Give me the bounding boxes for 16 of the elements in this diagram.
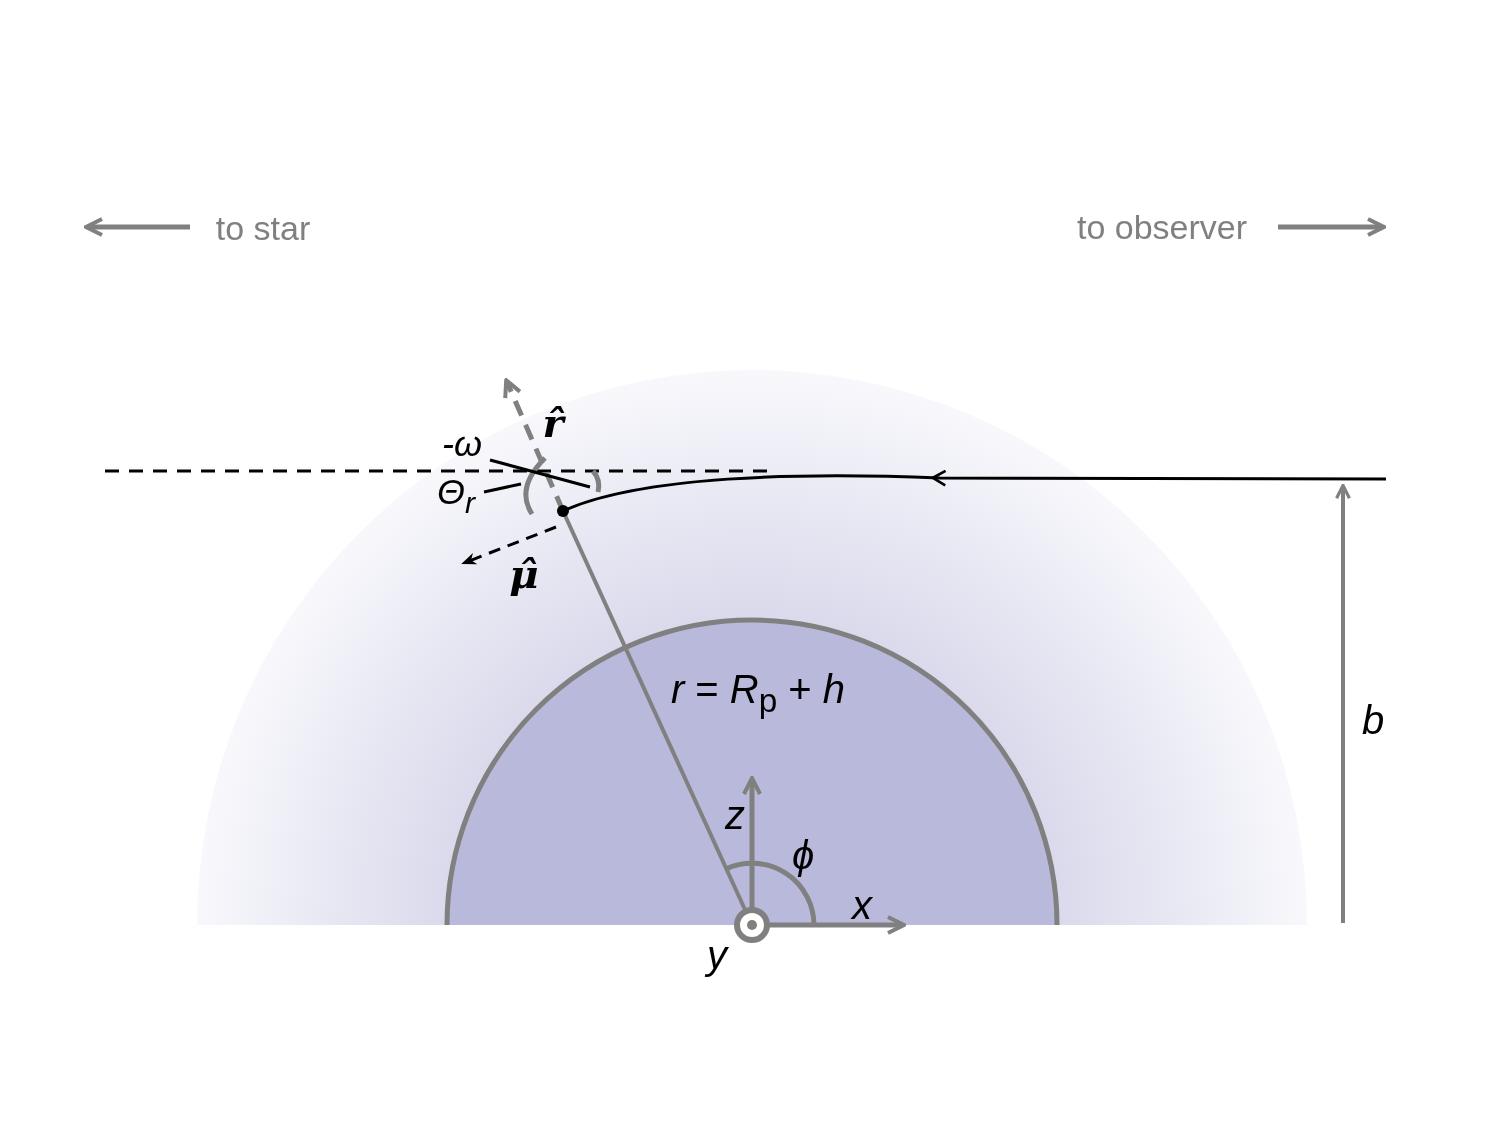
angle-arc [523, 456, 547, 516]
vector-label: μ̂ [509, 554, 539, 594]
dimension-label: b [1361, 700, 1385, 740]
vector-label: r̂ [542, 403, 564, 443]
leader-line [489, 458, 591, 489]
axis-label: z [725, 795, 745, 835]
equation-label: r = R$_{p}$ + h [670, 668, 846, 718]
angle-label: -ω [442, 426, 482, 462]
leader-line [483, 482, 522, 494]
axis-label: x [852, 885, 872, 925]
direction-label: to observer [1076, 210, 1248, 244]
angle-label: ϕ [791, 835, 815, 875]
angle-arc [591, 469, 602, 493]
axis-label: y [707, 935, 727, 975]
angle-label: Θ$_{r}$ [437, 474, 475, 518]
direction-label: to star [215, 211, 311, 245]
